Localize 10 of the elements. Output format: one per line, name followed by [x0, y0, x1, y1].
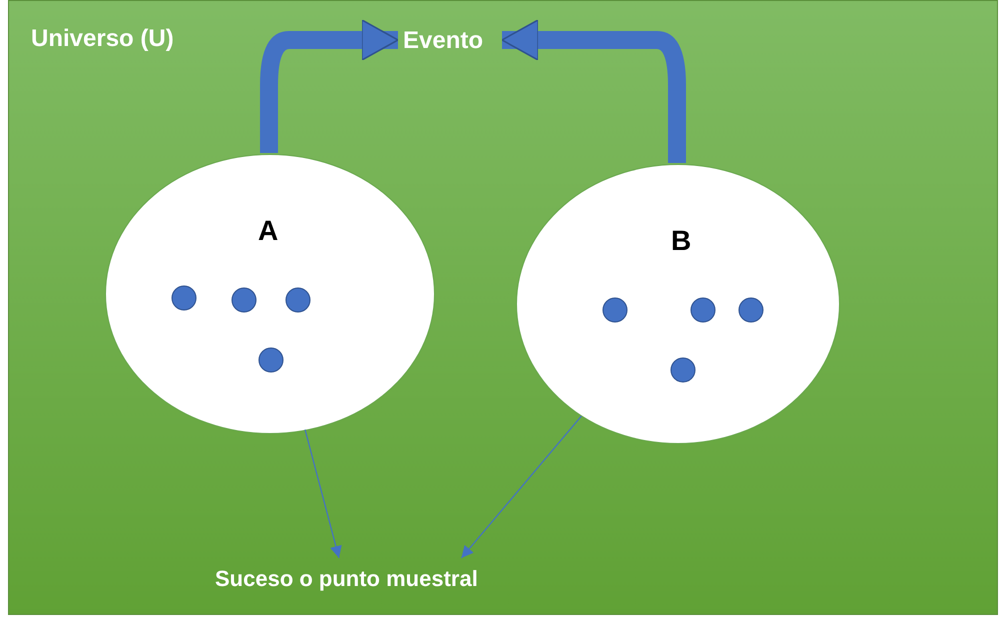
- block-arrow: [260, 21, 399, 153]
- arrow: [460, 416, 582, 558]
- arrow: [304, 429, 342, 558]
- title-text: Universo (U): [31, 25, 174, 53]
- caption-text: Suceso o punto muestral: [215, 561, 525, 597]
- block-arrow: [501, 21, 686, 163]
- set-label: A: [258, 215, 278, 247]
- set-label: B: [671, 225, 692, 257]
- universe-panel: [8, 0, 998, 615]
- caption-text: Evento: [403, 25, 499, 57]
